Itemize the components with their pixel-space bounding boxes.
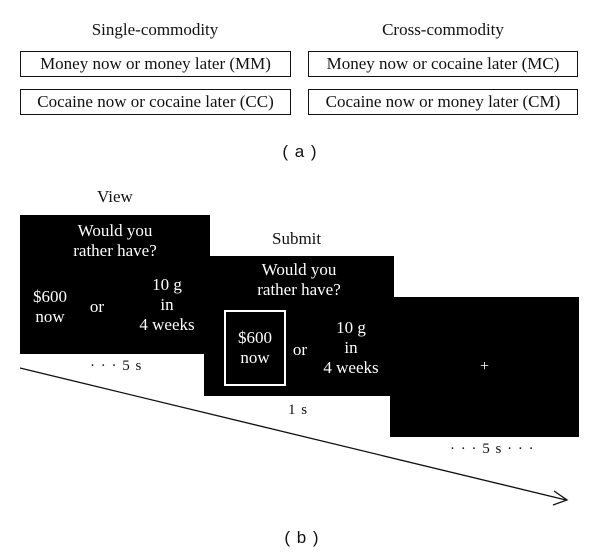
submit-duration: 1 s [288,402,309,418]
submit-right-delay: 4 weeks [323,358,379,377]
submit-left-amount: $600 [238,328,272,347]
panel-a-label: ( a ) [282,142,318,161]
submit-stage-label: Submit [272,229,322,248]
selected-option-box [224,310,286,386]
condition-cm: Cocaine now or money later (CM) [308,89,578,115]
fixation-duration: · · · 5 s · · · [450,441,535,457]
view-question-line2: rather have? [73,241,157,260]
view-left-amount: $600 [33,287,67,306]
submit-or: or [292,340,308,359]
submit-left-time: now [240,348,270,367]
view-left-time: now [35,307,65,326]
view-or: or [89,297,105,316]
view-right-delay: 4 weeks [139,315,195,334]
view-stage-label: View [97,187,133,206]
condition-mc: Money now or cocaine later (MC) [308,51,578,77]
submit-screen: Would you rather have? $600 now or 10 g … [204,256,394,396]
condition-mm: Money now or money later (MM) [20,51,291,77]
submit-right-amount: 10 g [336,318,366,337]
submit-question-line1: Would you [261,260,337,279]
view-right-in: in [160,295,174,314]
panel-b-label: ( b ) [284,528,320,547]
view-question-line1: Would you [77,221,153,240]
view-right-amount: 10 g [152,275,182,294]
view-screen: Would you rather have? $600 now or 10 g … [20,215,210,354]
view-duration: · · · 5 s [90,358,143,374]
single-commodity-heading: Single-commodity [91,20,219,39]
fixation-screen: + [390,297,579,437]
fixation-cross: + [479,358,490,375]
condition-cc: Cocaine now or cocaine later (CC) [20,89,291,115]
submit-question-line2: rather have? [257,280,341,299]
cross-commodity-heading: Cross-commodity [382,20,504,39]
submit-right-in: in [344,338,358,357]
